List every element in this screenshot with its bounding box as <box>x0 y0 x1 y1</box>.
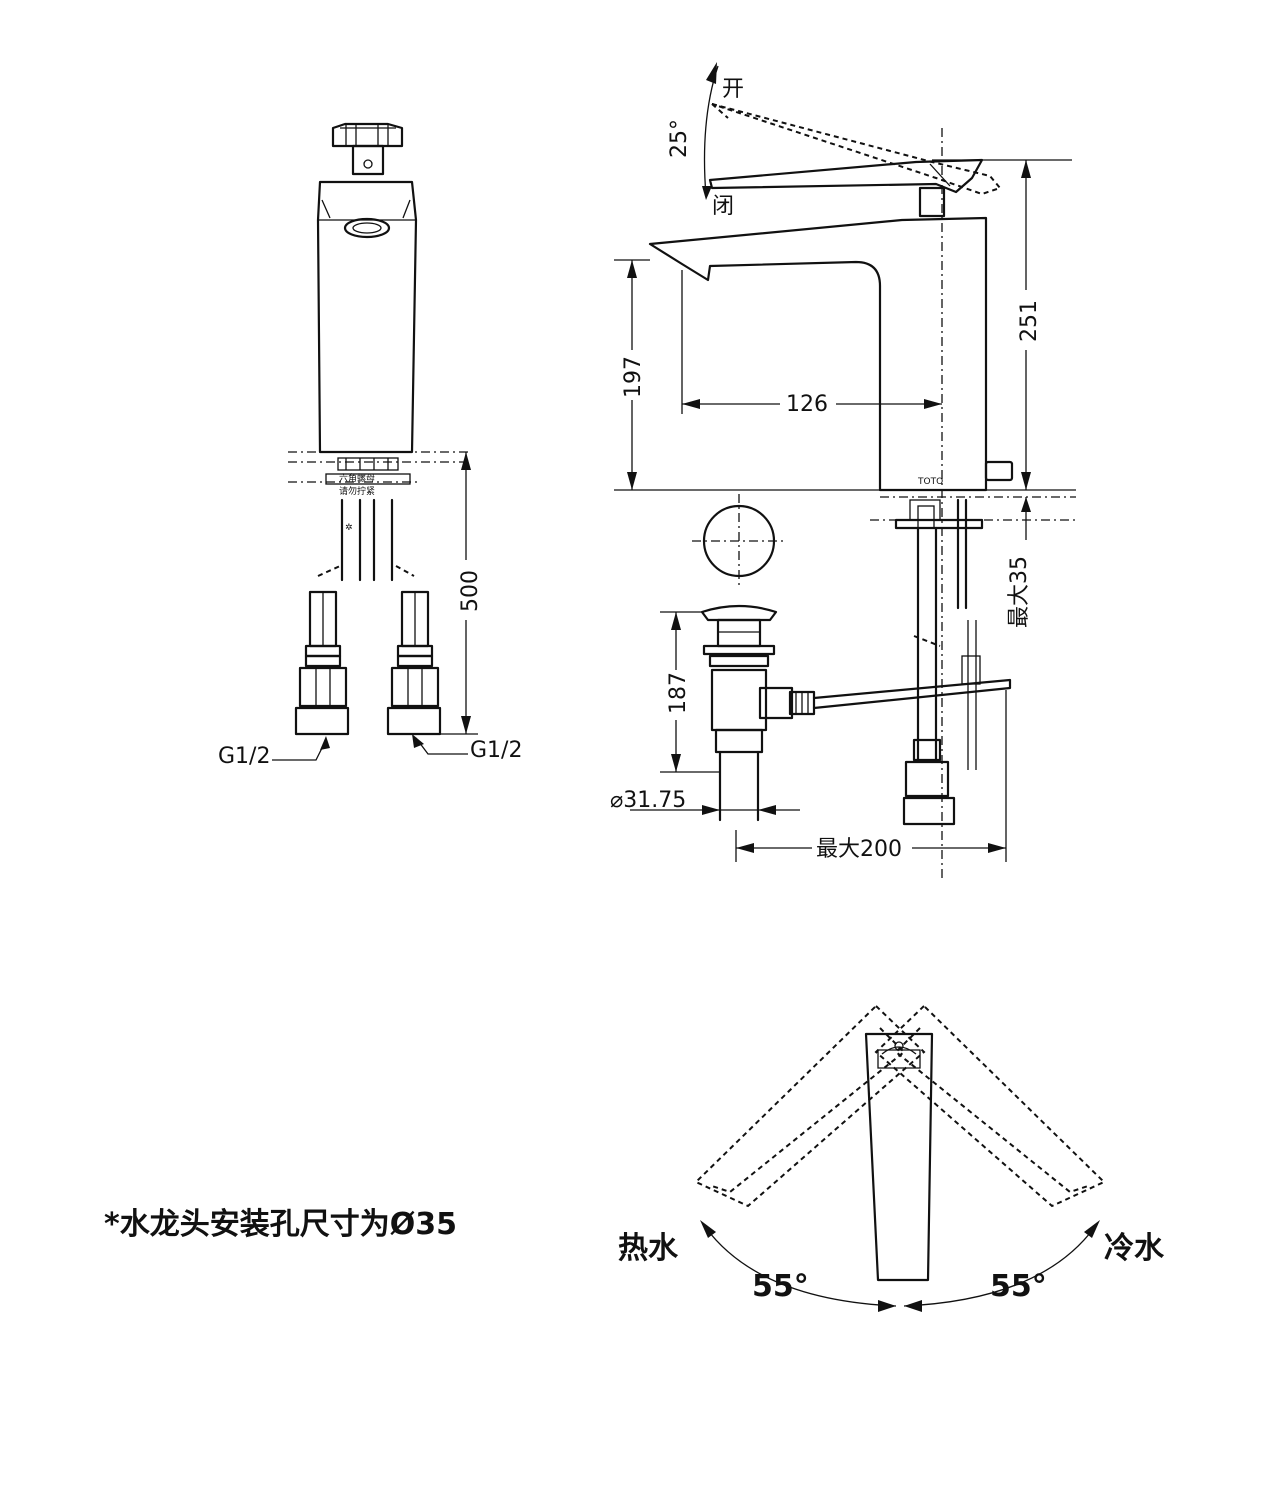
dim-251: 251 <box>1017 300 1042 342</box>
pop-up-knob <box>984 460 1014 482</box>
pop-up-rod <box>956 498 968 610</box>
svg-text:✲: ✲ <box>345 523 353 533</box>
label-close: 闭 <box>712 194 734 219</box>
lever-hot-position <box>694 1004 926 1208</box>
drain-assembly <box>700 604 816 822</box>
label-cold-water: 冷水 <box>1104 1231 1165 1266</box>
nut-tag-line1: 六角螺母 <box>339 472 375 484</box>
thread-label-left: G1/2 <box>218 744 270 769</box>
dim-197: 197 <box>621 356 646 398</box>
angle-hot: 55° <box>752 1269 809 1304</box>
brand-logo: TOTO <box>917 477 943 487</box>
lever-open-position <box>711 103 1002 196</box>
lever-centre-position <box>864 1032 934 1282</box>
dim-187: 187 <box>666 672 691 714</box>
front-lever-handle <box>331 122 404 148</box>
side-view: 开 闭 25° TOTO 197 <box>610 62 1076 880</box>
lever-closed-position <box>708 158 984 194</box>
aerator <box>343 217 391 239</box>
top-view: 热水 冷水 55° 55° <box>618 1004 1165 1312</box>
label-open: 开 <box>722 77 744 102</box>
nut-tag-line2: 请勿拧紧 <box>339 485 375 497</box>
side-body <box>648 216 988 492</box>
front-view: 六角螺母 请勿拧紧 ✲ G1/2 <box>218 122 522 769</box>
front-hose-right <box>386 590 442 736</box>
dim-max200: 最大200 <box>816 837 902 862</box>
dim-diameter: ⌀31.75 <box>610 788 686 813</box>
lever-cold-position <box>874 1004 1106 1208</box>
front-hose-left <box>294 590 350 736</box>
thread-label-right: G1/2 <box>470 738 522 763</box>
dim-126: 126 <box>786 392 828 417</box>
label-hot-water: 热水 <box>618 1231 679 1266</box>
dim-500: 500 <box>458 570 483 612</box>
angle-cold: 55° <box>990 1269 1047 1304</box>
lever-angle: 25° <box>667 119 692 158</box>
horizontal-rod <box>812 678 1012 710</box>
installation-hole-note: *水龙头安装孔尺寸为Ø35 <box>104 1207 457 1242</box>
dim-max35: 最大35 <box>1007 556 1032 628</box>
side-supply-tube <box>916 526 938 762</box>
